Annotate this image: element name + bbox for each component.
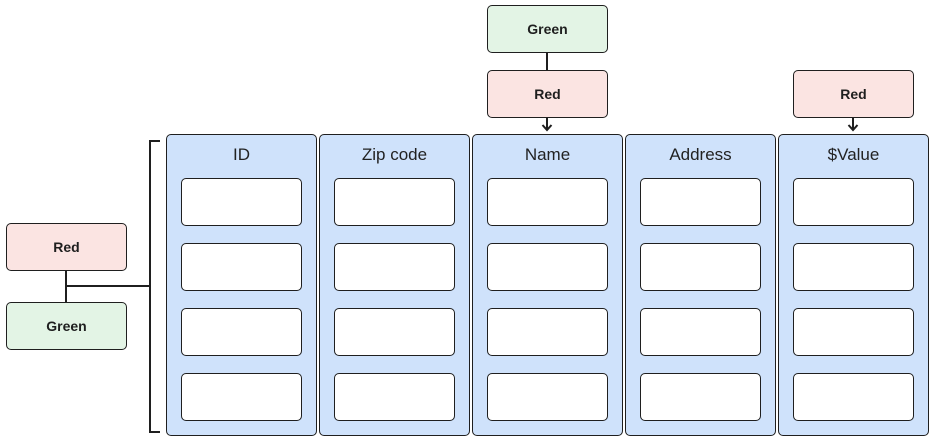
table-cell [334,373,455,421]
name-red-tag: Red [487,70,608,118]
column-title: Name [524,145,571,164]
name-arrow-head [541,124,553,132]
column-value: $Value [778,134,929,436]
left-red-tag: Red [6,223,127,271]
table-cell [487,373,608,421]
column-title: Address [669,145,732,164]
column-zip-code: Zip code [319,134,470,436]
table-cell [793,243,914,291]
table-cell [793,308,914,356]
value-red-tag: Red [793,70,914,118]
left-green-tag: Green [6,302,127,350]
table-cell [640,373,761,421]
table-cell [181,178,302,226]
table-cell [640,178,761,226]
table-cell [487,243,608,291]
column-title: ID [233,145,250,164]
table-cell [487,308,608,356]
table-cell [793,373,914,421]
table-cell [181,308,302,356]
table-cell [640,308,761,356]
name-green-tag: Green [487,5,608,53]
table-cell [334,178,455,226]
column-title: $Value [827,145,880,164]
column-title: Zip code [361,145,428,164]
column-address: Address [625,134,776,436]
value-arrow-head [847,124,859,132]
table-cell [793,178,914,226]
table-cell [181,243,302,291]
table-cell [181,373,302,421]
table-cell [487,178,608,226]
column-name: Name [472,134,623,436]
table-cell [334,308,455,356]
table-cell [640,243,761,291]
column-id: ID [166,134,317,436]
table-cell [334,243,455,291]
table-bracket [149,140,160,433]
